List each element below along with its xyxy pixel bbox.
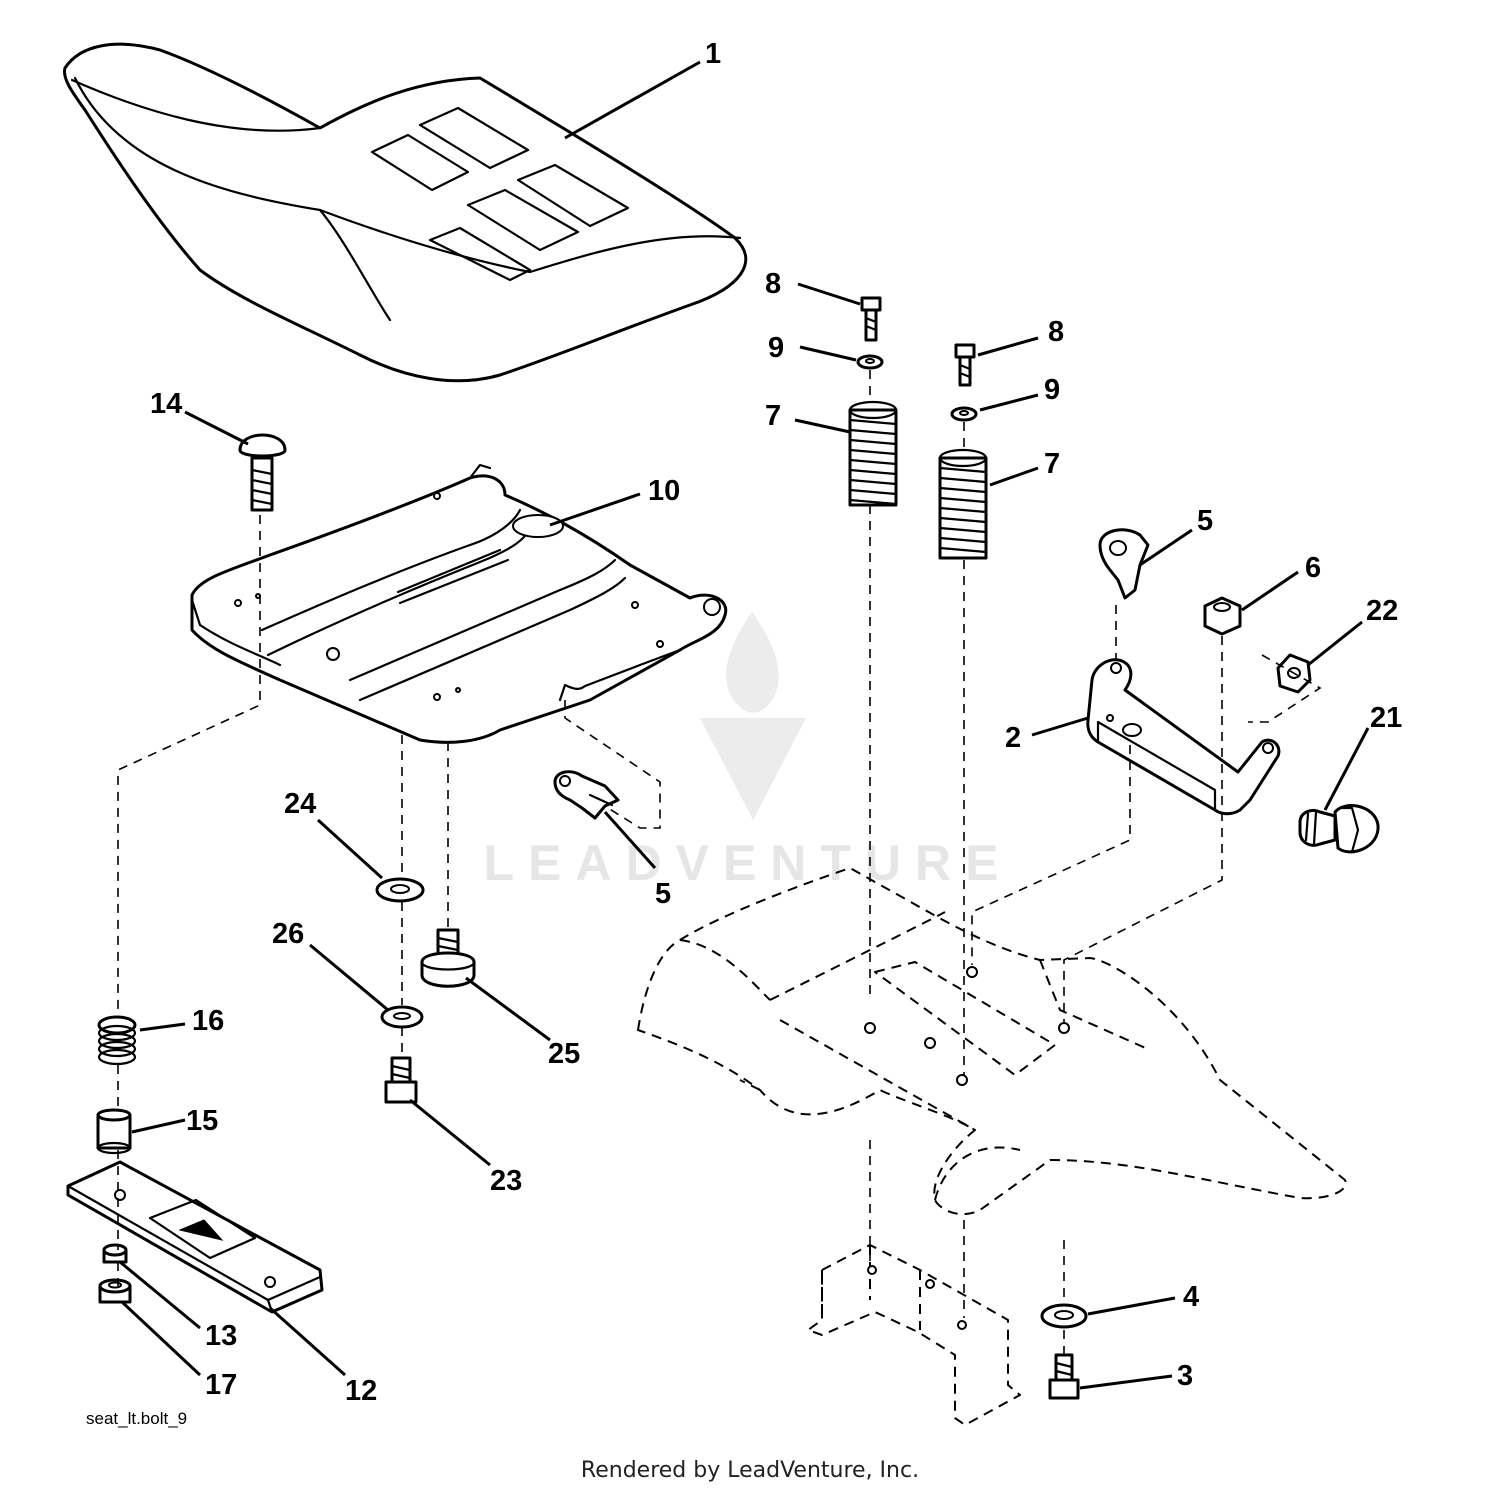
- nut-part-13: [102, 1243, 128, 1264]
- hex-nut-part-6: [1203, 596, 1242, 636]
- callout-23: 23: [409, 1098, 522, 1197]
- leadventure-logo-icon: [700, 612, 806, 820]
- callout-3: 3: [1079, 1360, 1193, 1392]
- assembly-lines-left: [117, 515, 449, 1286]
- callout-7a: 7: [765, 400, 851, 434]
- spring-part-7a: [848, 400, 898, 507]
- hex-bolt-part: [384, 1056, 418, 1104]
- shoulder-bolt-part-21: [1298, 804, 1380, 854]
- svg-text:25: 25: [548, 1038, 580, 1070]
- svg-text:9: 9: [1044, 374, 1060, 406]
- washer-part-4: [1040, 1303, 1088, 1329]
- svg-text:7: 7: [1044, 448, 1060, 480]
- svg-text:16: 16: [192, 1005, 224, 1037]
- svg-text:5: 5: [1197, 505, 1213, 537]
- callout-15: 15: [131, 1105, 218, 1137]
- clip-part-right: [1098, 528, 1150, 600]
- spacer-part: [96, 1108, 132, 1155]
- svg-text:3: 3: [1177, 1360, 1193, 1392]
- callout-16: 16: [139, 1005, 224, 1037]
- shoulder-bolt-part: [420, 928, 476, 988]
- footer-credit: Rendered by LeadVenture, Inc.: [580, 1458, 920, 1483]
- drawing-code-label: seat_lt.bolt_9: [86, 1409, 187, 1428]
- svg-text:6: 6: [1305, 552, 1321, 584]
- svg-text:26: 26: [272, 918, 304, 950]
- bolt-part-8a: [860, 296, 882, 342]
- callout-13: 13: [119, 1260, 237, 1352]
- svg-text:5: 5: [655, 878, 671, 910]
- flange-nut-part: [98, 1278, 132, 1304]
- lock-washer-part: [380, 1005, 424, 1029]
- watermark: LEADVENTURE: [483, 612, 1012, 891]
- callout-5-left: 5: [603, 811, 671, 910]
- svg-text:2: 2: [1005, 722, 1021, 754]
- callout-1: 1: [564, 38, 721, 140]
- clip-part-left: [553, 700, 661, 829]
- seat-pan-part: [190, 463, 728, 744]
- svg-text:23: 23: [490, 1165, 522, 1197]
- carriage-bolt-part: [238, 433, 287, 512]
- svg-text:14: 14: [150, 388, 182, 420]
- spring-part: [97, 1015, 137, 1066]
- washer-part-9b: [950, 406, 978, 422]
- callout-8a: 8: [765, 268, 861, 306]
- callout-17: 17: [120, 1300, 237, 1401]
- callout-4: 4: [1087, 1281, 1199, 1316]
- svg-text:10: 10: [648, 475, 680, 507]
- callout-26: 26: [272, 918, 389, 1012]
- chassis-phantom: [637, 867, 1347, 1216]
- hex-bolt-part-3: [1048, 1353, 1080, 1400]
- washer-part: [375, 877, 425, 903]
- callout-12: 12: [269, 1306, 377, 1407]
- washer-part-9a: [856, 354, 884, 370]
- callout-6: 6: [1241, 552, 1321, 612]
- svg-text:15: 15: [186, 1105, 218, 1137]
- callout-2: 2: [1005, 716, 1089, 754]
- callout-7b: 7: [989, 448, 1060, 487]
- svg-text:1: 1: [705, 38, 721, 70]
- assembly-lines-right: [869, 370, 1223, 1355]
- svg-text:9: 9: [768, 332, 784, 364]
- callout-10: 10: [549, 475, 680, 527]
- seat-support-phantom: [807, 1244, 1021, 1426]
- callout-25: 25: [465, 976, 580, 1070]
- svg-text:8: 8: [1048, 316, 1064, 348]
- svg-text:8: 8: [765, 268, 781, 300]
- callout-5-right: 5: [1139, 505, 1213, 567]
- seat-part: [62, 42, 748, 383]
- svg-text:21: 21: [1370, 702, 1402, 734]
- callout-22: 22: [1307, 595, 1398, 667]
- svg-text:4: 4: [1183, 1281, 1199, 1313]
- svg-text:7: 7: [765, 400, 781, 432]
- callout-9a: 9: [768, 332, 857, 364]
- svg-text:12: 12: [345, 1375, 377, 1407]
- bracket-part: [1086, 658, 1281, 816]
- bolt-part-8b: [954, 343, 976, 387]
- svg-text:22: 22: [1366, 595, 1398, 627]
- svg-text:24: 24: [284, 788, 316, 820]
- callout-8b: 8: [977, 316, 1064, 357]
- nut-part-22: [1248, 653, 1322, 723]
- callout-21: 21: [1323, 702, 1402, 811]
- callout-24: 24: [284, 788, 384, 880]
- watermark-text: LEADVENTURE: [483, 835, 1012, 891]
- svg-text:17: 17: [205, 1369, 237, 1401]
- callout-9b: 9: [979, 374, 1060, 412]
- svg-text:13: 13: [205, 1320, 237, 1352]
- spring-part-7b: [938, 448, 988, 560]
- callout-14: 14: [150, 388, 249, 446]
